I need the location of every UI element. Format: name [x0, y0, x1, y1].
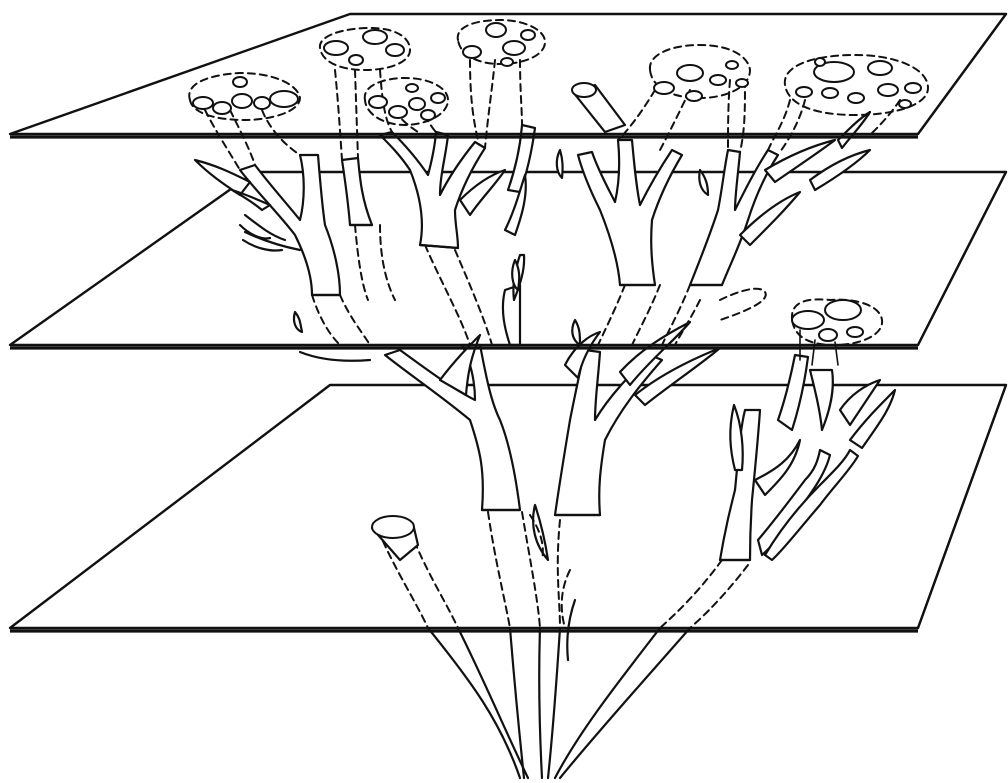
top-plane: [8, 12, 1008, 139]
cut-stem-middle-left: [238, 223, 284, 252]
middle-plane-fragments: [292, 258, 582, 362]
lone-cut-stem-top: [571, 82, 627, 134]
middle-dashed-stems: [311, 224, 767, 346]
bottom-plane: [8, 383, 1008, 633]
top-dashed-stems: [204, 59, 901, 171]
top-cluster-6: [783, 53, 930, 117]
root-trunk: [426, 598, 692, 780]
middle-layer-branches: [383, 253, 897, 562]
middle-plane: [8, 170, 1008, 350]
upper-layer-branches: [193, 110, 872, 297]
top-cluster-3: [363, 76, 450, 127]
top-cluster-1: [188, 71, 302, 122]
cut-stem-bottom: [370, 515, 420, 562]
top-cluster-2: [318, 26, 412, 72]
top-cluster-4: [456, 18, 547, 67]
middle-plane-cluster: [790, 298, 884, 366]
top-cluster-5: [648, 43, 752, 102]
